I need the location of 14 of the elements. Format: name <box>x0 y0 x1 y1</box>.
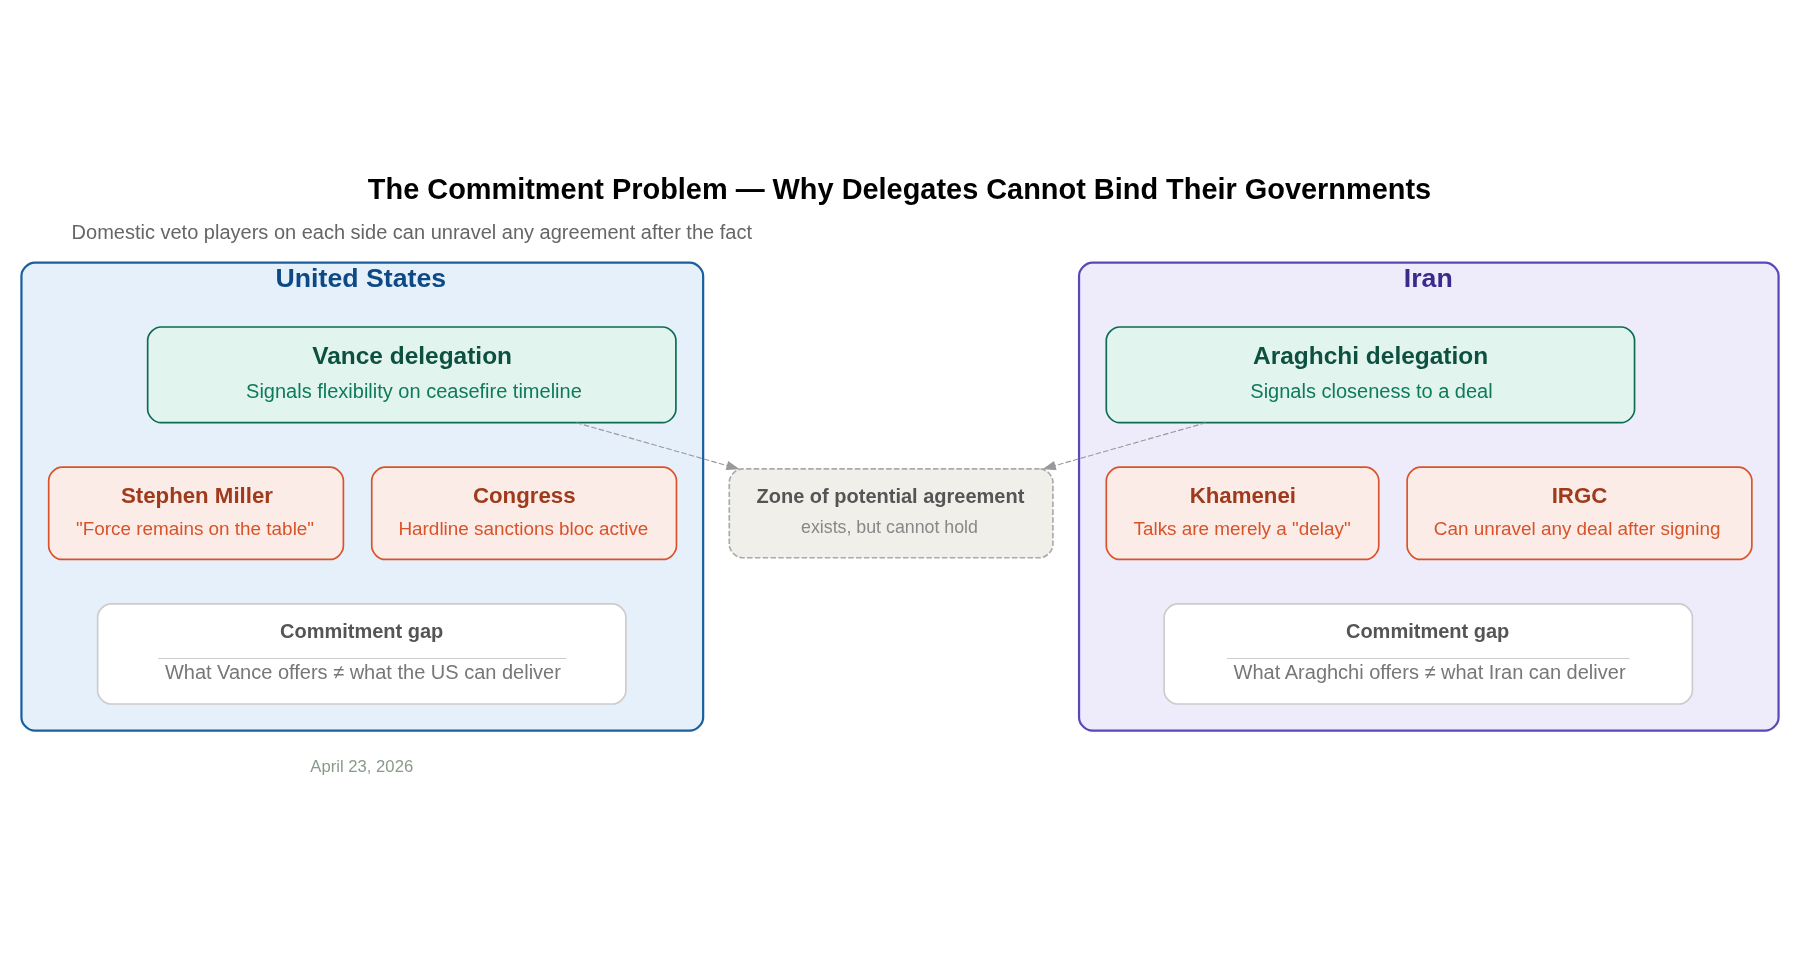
node-box: Araghchi delegation Signals closeness to a deal <box>1105 325 1636 423</box>
node-box: Vance delegation Signals flexibility on ceasefire timeline <box>146 325 677 423</box>
arrow <box>575 421 740 470</box>
node-box: Stephen Miller "Force remains on the table" <box>47 465 345 560</box>
node-box: Commitment gap What Araghchi offers ≠ what Iran can deliver <box>1163 602 1694 705</box>
node-box: IRGC Can unravel any deal after signing <box>1406 465 1753 560</box>
arrow <box>1042 421 1207 470</box>
node-box: Commitment gap What Vance offers ≠ what the US can deliver <box>96 602 627 705</box>
diagram-title: The Commitment Problem — Why Delegates Cannot Bind Their Governments <box>367 172 1432 205</box>
node-box: Khamenei Talks are merely a "delay" <box>1105 465 1380 560</box>
node-box: Congress Hardline sanctions bloc active <box>370 465 678 560</box>
label: April 23, 2026 <box>310 756 414 776</box>
node-box: Zone of potential agreement exists, but cannot hold <box>728 467 1054 559</box>
label: Domestic veto players on each side can unravel any agreement after the fact <box>71 220 752 243</box>
